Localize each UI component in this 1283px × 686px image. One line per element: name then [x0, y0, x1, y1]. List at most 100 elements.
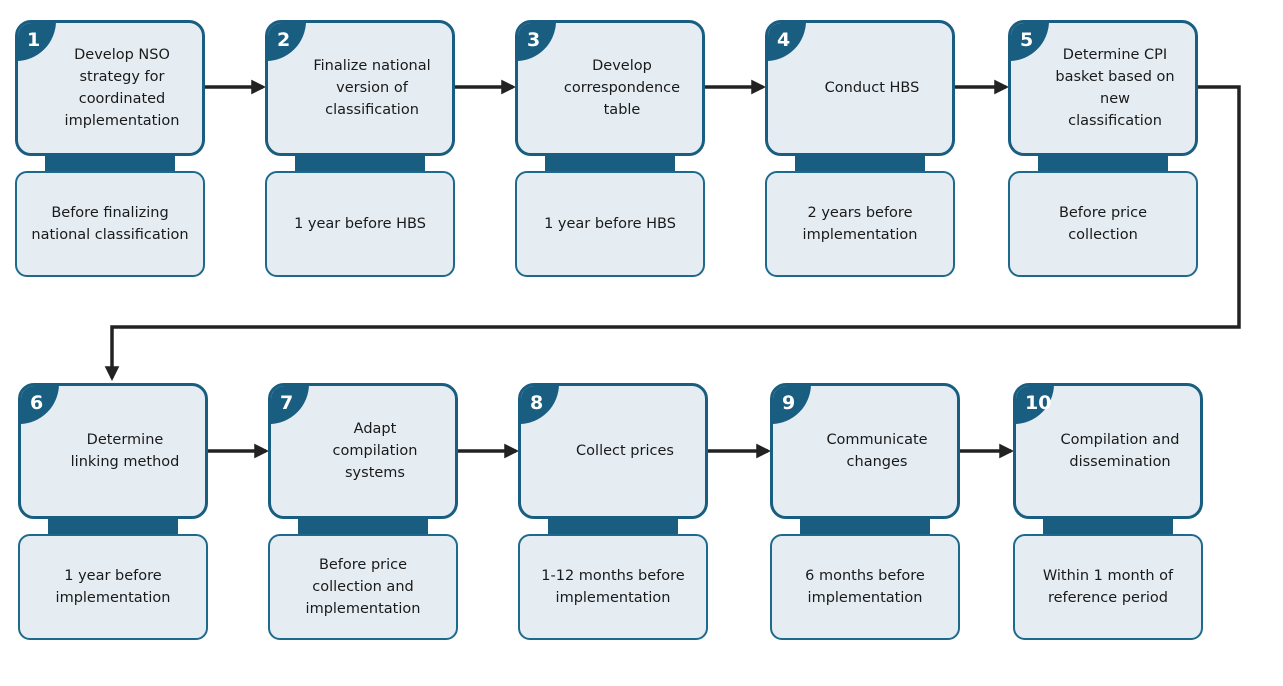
step-timing-line: 1 year before HBS — [544, 216, 676, 232]
step-title-line: compilation — [332, 443, 418, 459]
step-number-badge: 1 — [18, 23, 56, 61]
step-title-line: Compilation and — [1060, 432, 1180, 448]
step-timing-box: Before price collection — [1008, 171, 1198, 277]
step-number: 7 — [280, 392, 294, 414]
step-connector-bar — [295, 156, 425, 172]
step-title-line: classification — [325, 102, 419, 118]
step-title-line: implementation — [64, 113, 180, 129]
step-timing-line: implementation — [807, 590, 923, 606]
step-number-badge: 8 — [521, 386, 559, 424]
step-timing: 1-12 months before implementation — [533, 565, 692, 609]
step-title: Determine linking method — [55, 394, 195, 508]
step-number-badge: 7 — [271, 386, 309, 424]
step-timing-line: Within 1 month of — [1042, 568, 1174, 584]
step-title: Communicate changes — [807, 394, 947, 508]
step-title-line: dissemination — [1069, 454, 1171, 470]
step-number-badge: 9 — [773, 386, 811, 424]
step-connector-bar — [45, 156, 175, 172]
step-number-badge: 6 — [21, 386, 59, 424]
step-title-line: Develop — [592, 58, 652, 74]
step-timing-box: 6 months before implementation — [770, 534, 960, 640]
step-number: 6 — [30, 392, 44, 414]
step-title: Collect prices — [555, 394, 695, 508]
step-timing: Before price collection and implementation — [298, 554, 429, 620]
step-number-badge: 2 — [268, 23, 306, 61]
step-8: 8 Collect prices 1-12 months before impleme… — [518, 383, 708, 640]
step-title-line: Finalize national — [313, 58, 431, 74]
step-title-line: Determine CPI — [1062, 47, 1168, 63]
step-connector-bar — [1043, 519, 1173, 535]
step-timing: Before finalizing national classification — [23, 202, 196, 246]
step-number-badge: 3 — [518, 23, 556, 61]
step-title-line: Communicate — [826, 432, 928, 448]
step-timing-box: 1-12 months before implementation — [518, 534, 708, 640]
step-timing-line: 1-12 months before — [541, 568, 685, 584]
step-number: 10 — [1025, 392, 1052, 414]
step-title-line: linking method — [70, 454, 180, 470]
step-title-line: table — [603, 102, 641, 118]
step-connector-bar — [298, 519, 428, 535]
step-number-badge: 10 — [1016, 386, 1054, 424]
step-timing: 1 year before HBS — [536, 213, 684, 235]
step-timing-line: implementation — [305, 601, 421, 617]
step-timing-line: implementation — [802, 227, 918, 243]
step-title: Conduct HBS — [802, 31, 942, 145]
step-number: 2 — [277, 29, 291, 51]
step-title-line: correspondence — [563, 80, 681, 96]
step-number-badge: 4 — [768, 23, 806, 61]
step-title: Compilation and dissemination — [1050, 394, 1190, 508]
step-timing-line: 6 months before — [805, 568, 925, 584]
step-timing: Before price collection — [1051, 202, 1155, 246]
step-number: 3 — [527, 29, 541, 51]
step-title-line: Conduct HBS — [824, 80, 920, 96]
step-timing-line: collection — [1068, 227, 1138, 243]
step-timing-line: national classification — [31, 227, 189, 243]
step-connector-bar — [795, 156, 925, 172]
step-timing-line: Before finalizing — [51, 205, 169, 221]
step-timing-line: 2 years before — [807, 205, 913, 221]
step-timing-box: 1 year before HBS — [265, 171, 455, 277]
step-timing-box: Before finalizing national classification — [15, 171, 205, 277]
step-timing: 6 months before implementation — [797, 565, 933, 609]
step-connector-bar — [545, 156, 675, 172]
step-timing-line: collection and — [312, 579, 414, 595]
step-title-line: changes — [846, 454, 908, 470]
step-number: 8 — [530, 392, 544, 414]
step-title-line: Adapt — [353, 421, 397, 437]
step-number: 4 — [777, 29, 791, 51]
step-timing-line: Before price — [318, 557, 408, 573]
step-timing-box: Before price collection and implementation — [268, 534, 458, 640]
step-timing-line: implementation — [555, 590, 671, 606]
step-title-line: version of — [336, 80, 408, 96]
step-task-box: 8 Collect prices — [518, 383, 708, 519]
step-title-line: Determine — [86, 432, 164, 448]
step-title-line: Develop NSO — [74, 47, 170, 63]
step-title: Develop correspondence table — [552, 31, 692, 145]
step-connector-bar — [548, 519, 678, 535]
step-timing-line: Before price — [1058, 205, 1148, 221]
step-title: Finalize national version of classificatio… — [302, 31, 442, 145]
step-connector-bar — [800, 519, 930, 535]
